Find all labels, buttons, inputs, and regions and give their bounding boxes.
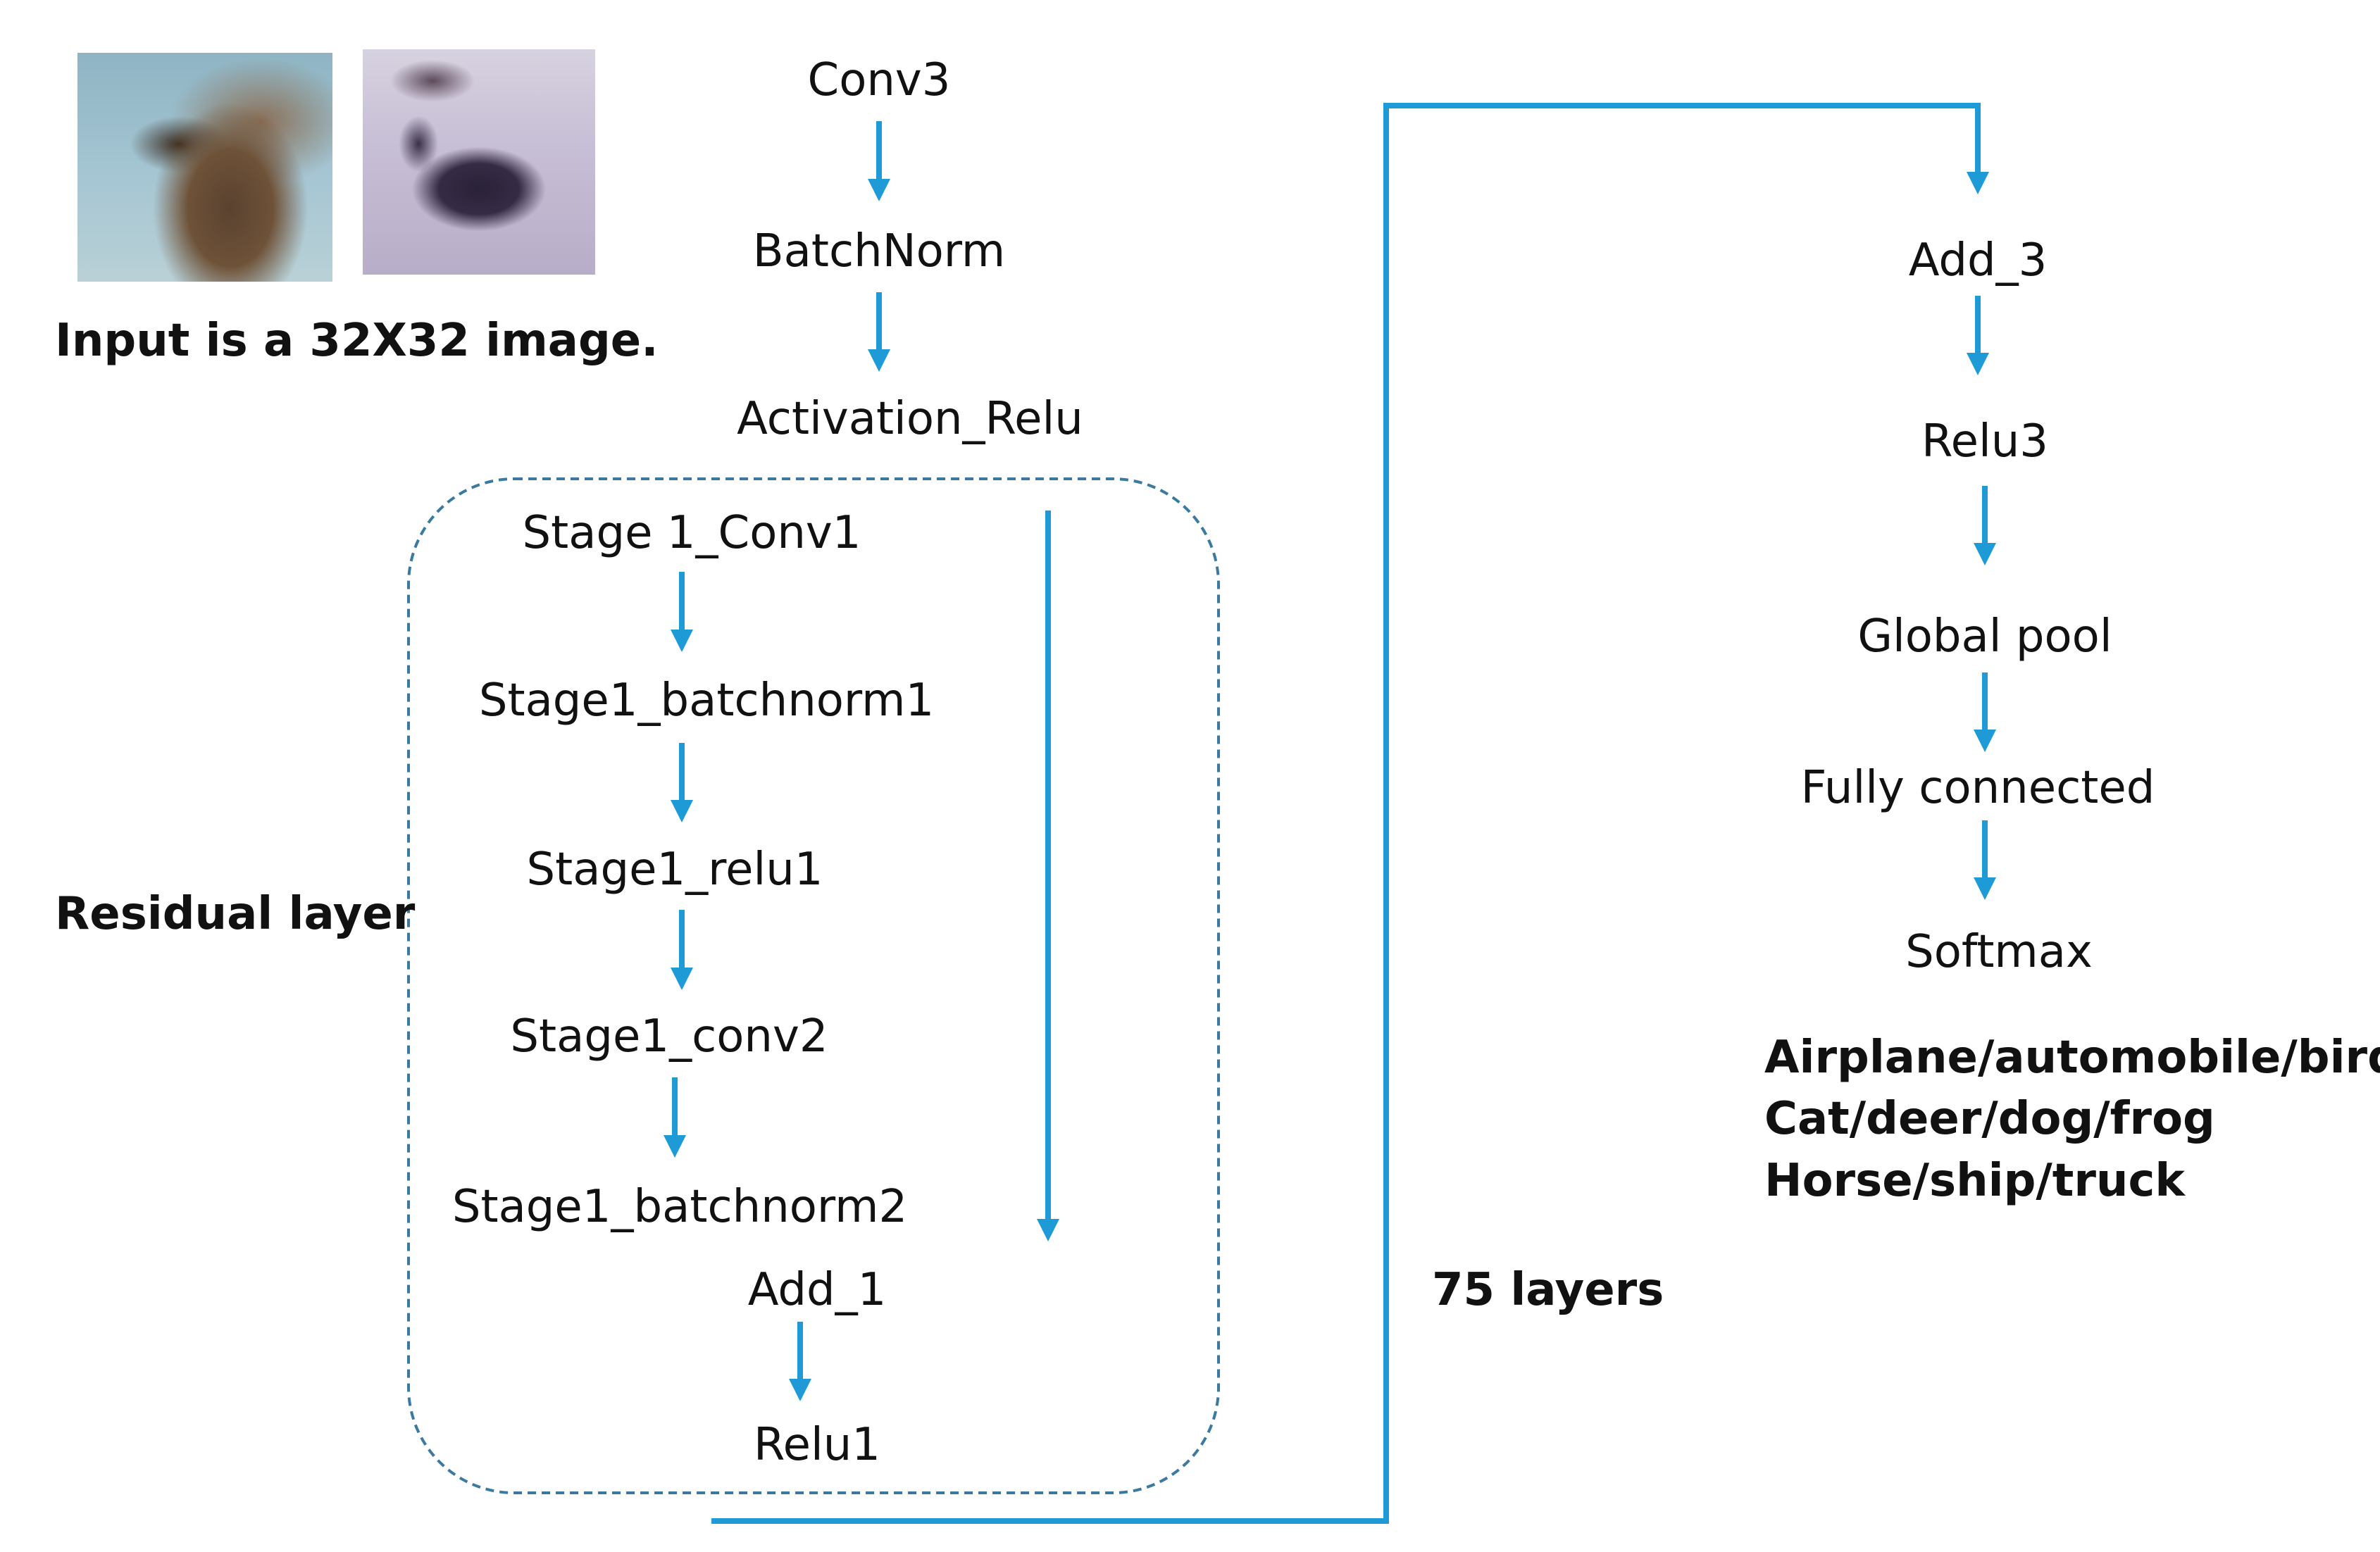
- residual-layer-label: Residual layer: [55, 888, 416, 940]
- node-stage1-conv1: Stage 1_Conv1: [522, 507, 861, 559]
- connector-75-layers: [711, 103, 1989, 1524]
- node-conv3: Conv3: [807, 54, 951, 106]
- residual-block-border: [407, 477, 1220, 1494]
- node-batchnorm: BatchNorm: [752, 225, 1006, 277]
- layers-count-label: 75 layers: [1432, 1264, 1664, 1316]
- node-relu3: Relu3: [1921, 415, 2049, 468]
- input-image-deer: [363, 49, 595, 275]
- node-stage1-batchnorm2: Stage1_batchnorm2: [451, 1181, 908, 1233]
- node-global-pool: Global pool: [1857, 611, 2112, 663]
- node-relu1: Relu1: [753, 1419, 881, 1471]
- node-softmax: Softmax: [1905, 926, 2093, 978]
- node-stage1-conv2: Stage1_conv2: [510, 1010, 828, 1063]
- output-classes-line-1: Airplane/automobile/bird: [1764, 1032, 2380, 1084]
- output-classes-line-3: Horse/ship/truck: [1764, 1155, 2185, 1207]
- node-stage1-relu1: Stage1_relu1: [526, 844, 823, 896]
- node-stage1-batchnorm1: Stage1_batchnorm1: [478, 675, 935, 727]
- input-caption: Input is a 32X32 image.: [55, 315, 659, 367]
- input-image-bird: [77, 53, 332, 282]
- node-fully-connected: Fully connected: [1800, 762, 2155, 814]
- node-activation-relu: Activation_Relu: [737, 393, 1083, 445]
- node-add1: Add_1: [747, 1264, 887, 1316]
- node-add3: Add_3: [1908, 234, 2048, 287]
- output-classes-line-2: Cat/deer/dog/frog: [1764, 1093, 2215, 1145]
